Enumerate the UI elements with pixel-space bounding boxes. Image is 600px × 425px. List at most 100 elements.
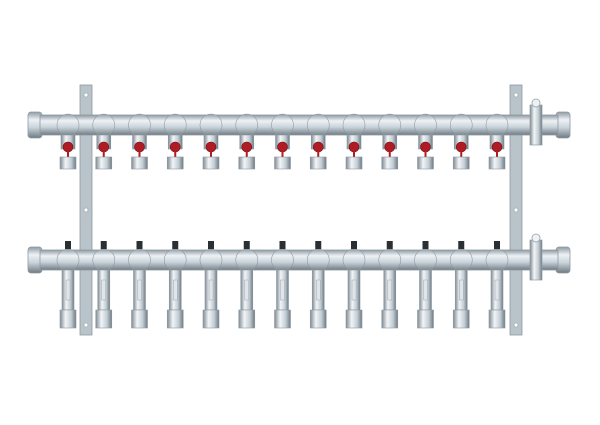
vent-cap bbox=[531, 233, 541, 243]
valve-stem bbox=[138, 151, 141, 157]
valve-stem bbox=[67, 151, 69, 157]
valve-handle-red bbox=[134, 141, 145, 153]
outlet-boss bbox=[235, 113, 259, 137]
vent-valve bbox=[529, 239, 543, 281]
outlet-boss bbox=[378, 113, 402, 137]
valve-stem bbox=[460, 151, 463, 157]
outlet-boss bbox=[199, 113, 223, 137]
flow-meter-window bbox=[65, 279, 71, 301]
valve-handle-red bbox=[169, 141, 181, 153]
outlet-boss bbox=[199, 248, 223, 272]
mounting-hole bbox=[83, 92, 89, 98]
outlet-connector bbox=[131, 156, 148, 170]
valve-stem bbox=[102, 151, 105, 157]
mounting-brackets bbox=[79, 84, 523, 336]
valve-handle-red bbox=[312, 141, 324, 153]
outlet-connector bbox=[417, 309, 434, 329]
outlet-boss bbox=[128, 248, 151, 272]
mounting-hole bbox=[513, 207, 519, 213]
outlet-connector bbox=[309, 309, 327, 329]
valve-handle-red bbox=[98, 141, 110, 153]
valve-stem bbox=[174, 151, 177, 157]
valve-handle-red bbox=[241, 141, 253, 153]
vent-valve bbox=[529, 104, 543, 146]
outlet-boss bbox=[128, 113, 151, 137]
outlet-connector bbox=[345, 156, 363, 170]
outlet-boss bbox=[378, 248, 402, 272]
outlet-boss bbox=[342, 248, 366, 272]
outlet-boss bbox=[414, 248, 437, 272]
outlet-connector bbox=[238, 156, 256, 170]
mounting-hole bbox=[83, 322, 89, 328]
outlet-connector bbox=[274, 156, 291, 170]
outlet-connector bbox=[166, 309, 184, 329]
outlet-boss bbox=[271, 248, 294, 272]
flow-meter-window bbox=[101, 279, 106, 301]
flow-meter-cap bbox=[351, 241, 357, 249]
outlet-connector bbox=[202, 309, 220, 329]
flow-meter-window bbox=[387, 279, 392, 301]
flow-meter-cap bbox=[243, 241, 250, 249]
outlet-connector bbox=[381, 309, 399, 329]
outlet-connector bbox=[381, 156, 399, 170]
outlet-boss bbox=[485, 113, 509, 137]
valve-stem bbox=[281, 151, 284, 157]
flow-meter-window bbox=[244, 279, 249, 301]
outlet-connector bbox=[238, 309, 256, 329]
valve-stem bbox=[245, 151, 248, 157]
flow-meter-cap bbox=[136, 241, 143, 249]
flow-meter-cap bbox=[172, 241, 179, 249]
valve-stem bbox=[388, 151, 391, 157]
flow-meter-window bbox=[316, 279, 321, 301]
valve-handle-red bbox=[62, 141, 74, 153]
outlet-boss bbox=[163, 113, 187, 137]
valve-stem bbox=[317, 151, 320, 157]
manifold-pipe bbox=[39, 114, 559, 136]
flow-meter-cap bbox=[279, 241, 286, 249]
flow-meter-window bbox=[351, 279, 357, 301]
valve-handle-red bbox=[420, 141, 431, 153]
flow-meter-window bbox=[280, 279, 285, 301]
valve-handle-red bbox=[277, 141, 288, 153]
outlet-boss bbox=[449, 248, 473, 272]
valve-handle-red bbox=[455, 141, 467, 153]
flow-meter-window bbox=[494, 279, 500, 301]
outlet-connector bbox=[417, 156, 434, 170]
valve-stem bbox=[496, 151, 498, 157]
valve-stem bbox=[210, 151, 212, 157]
outlet-connector bbox=[274, 309, 291, 329]
valve-handle-red bbox=[348, 141, 360, 153]
supply-manifold-bar bbox=[27, 98, 571, 170]
outlet-connector bbox=[59, 309, 77, 329]
outlet-boss bbox=[414, 113, 437, 137]
valve-handle-red bbox=[491, 141, 503, 153]
outlet-boss bbox=[92, 113, 116, 137]
flow-meter-cap bbox=[100, 241, 107, 249]
flow-meter-window bbox=[459, 279, 464, 301]
mounting-hole bbox=[83, 207, 89, 213]
outlet-connector bbox=[345, 309, 363, 329]
flow-meter-window bbox=[173, 279, 178, 301]
return-manifold-bar bbox=[27, 233, 571, 329]
mounting-hole bbox=[513, 322, 519, 328]
outlet-boss bbox=[163, 248, 187, 272]
vent-cap bbox=[531, 98, 541, 108]
valve-stem bbox=[353, 151, 355, 157]
flow-meter-cap bbox=[315, 241, 322, 249]
outlet-boss bbox=[271, 113, 294, 137]
outlet-boss bbox=[306, 248, 330, 272]
flow-meter-window bbox=[208, 279, 214, 301]
valve-stem bbox=[424, 151, 427, 157]
outlet-boss bbox=[485, 248, 509, 272]
outlet-connector bbox=[202, 156, 220, 170]
outlet-boss bbox=[56, 113, 80, 137]
outlet-boss bbox=[56, 248, 80, 272]
outlet-connector bbox=[452, 309, 470, 329]
outlet-connector bbox=[452, 156, 470, 170]
valve-handle-red bbox=[205, 141, 217, 153]
manifold-pipe bbox=[39, 249, 559, 271]
flow-meter-cap bbox=[494, 241, 500, 249]
outlet-connector bbox=[166, 156, 184, 170]
